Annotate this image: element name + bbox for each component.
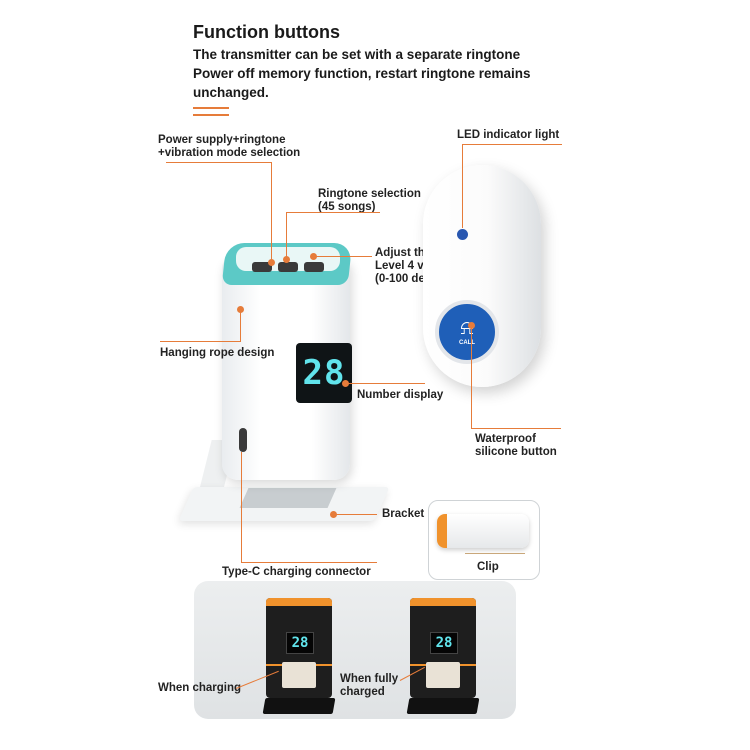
charged-device-display: 28 [430, 632, 458, 654]
charging-device-buttons [282, 662, 316, 688]
intro-line-3: unchanged. [193, 85, 269, 100]
call-button-label: CALL [459, 340, 475, 346]
callout-line [241, 452, 242, 562]
callout-dot [283, 256, 290, 263]
callout-dot [468, 322, 475, 329]
callout-dot [342, 380, 349, 387]
label-clip: Clip [477, 561, 499, 573]
clip-wire [465, 553, 525, 554]
callout-dot [330, 511, 337, 518]
clip-accent [437, 514, 447, 548]
callout-line [166, 162, 272, 163]
intro-line-1: The transmitter can be set with a separa… [193, 47, 521, 62]
callout-line [241, 562, 377, 563]
callout-dot [268, 259, 275, 266]
callout-line [286, 212, 287, 258]
label-fully-charged-2: charged [340, 686, 385, 698]
power-mode-button[interactable] [252, 262, 272, 272]
callout-line [271, 162, 272, 260]
type-c-port [239, 428, 247, 452]
led-indicator [457, 229, 468, 240]
label-waterproof-1: Waterproof [475, 433, 536, 445]
label-power-supply-2: +vibration mode selection [158, 147, 301, 159]
callout-line [462, 144, 562, 145]
label-power-supply-1: Power supply+ringtone [158, 134, 286, 146]
callout-line [345, 383, 425, 384]
label-ringtone-1: Ringtone selection [318, 188, 421, 200]
callout-line [160, 341, 240, 342]
charged-device-top [410, 598, 476, 606]
volume-button[interactable] [304, 262, 324, 272]
decorative-divider [193, 107, 229, 109]
number-display-screen: 28 [296, 343, 352, 403]
callout-line [471, 325, 472, 429]
page-title: Function buttons [193, 22, 340, 42]
label-number-display: Number display [357, 389, 444, 401]
intro-line-2: Power off memory function, restart ringt… [193, 66, 531, 81]
label-ringtone-2: (45 songs) [318, 201, 376, 213]
label-led: LED indicator light [457, 129, 560, 141]
clip-image [437, 514, 529, 548]
label-hanging-rope: Hanging rope design [160, 347, 275, 359]
callout-line [471, 428, 561, 429]
callout-line [240, 310, 241, 342]
charged-device-stand [406, 698, 480, 714]
callout-dot [310, 253, 317, 260]
call-button[interactable]: ⍾ CALL [435, 300, 499, 364]
label-when-charging: When charging [158, 682, 242, 694]
charging-device-top [266, 598, 332, 606]
label-bracket: Bracket [382, 508, 425, 520]
callout-line [462, 144, 463, 228]
label-waterproof-2: silicone button [475, 446, 557, 458]
callout-line [286, 212, 380, 213]
label-fully-charged-1: When fully [340, 673, 399, 685]
callout-line [333, 514, 377, 515]
callout-dot [237, 306, 244, 313]
label-type-c: Type-C charging connector [222, 566, 371, 578]
charging-device-stand [262, 698, 336, 714]
decorative-divider [193, 114, 229, 116]
ringtone-button[interactable] [278, 262, 298, 272]
charging-device-display: 28 [286, 632, 314, 654]
charged-device-buttons [426, 662, 460, 688]
callout-line [312, 256, 372, 257]
bracket-pad [239, 488, 337, 508]
